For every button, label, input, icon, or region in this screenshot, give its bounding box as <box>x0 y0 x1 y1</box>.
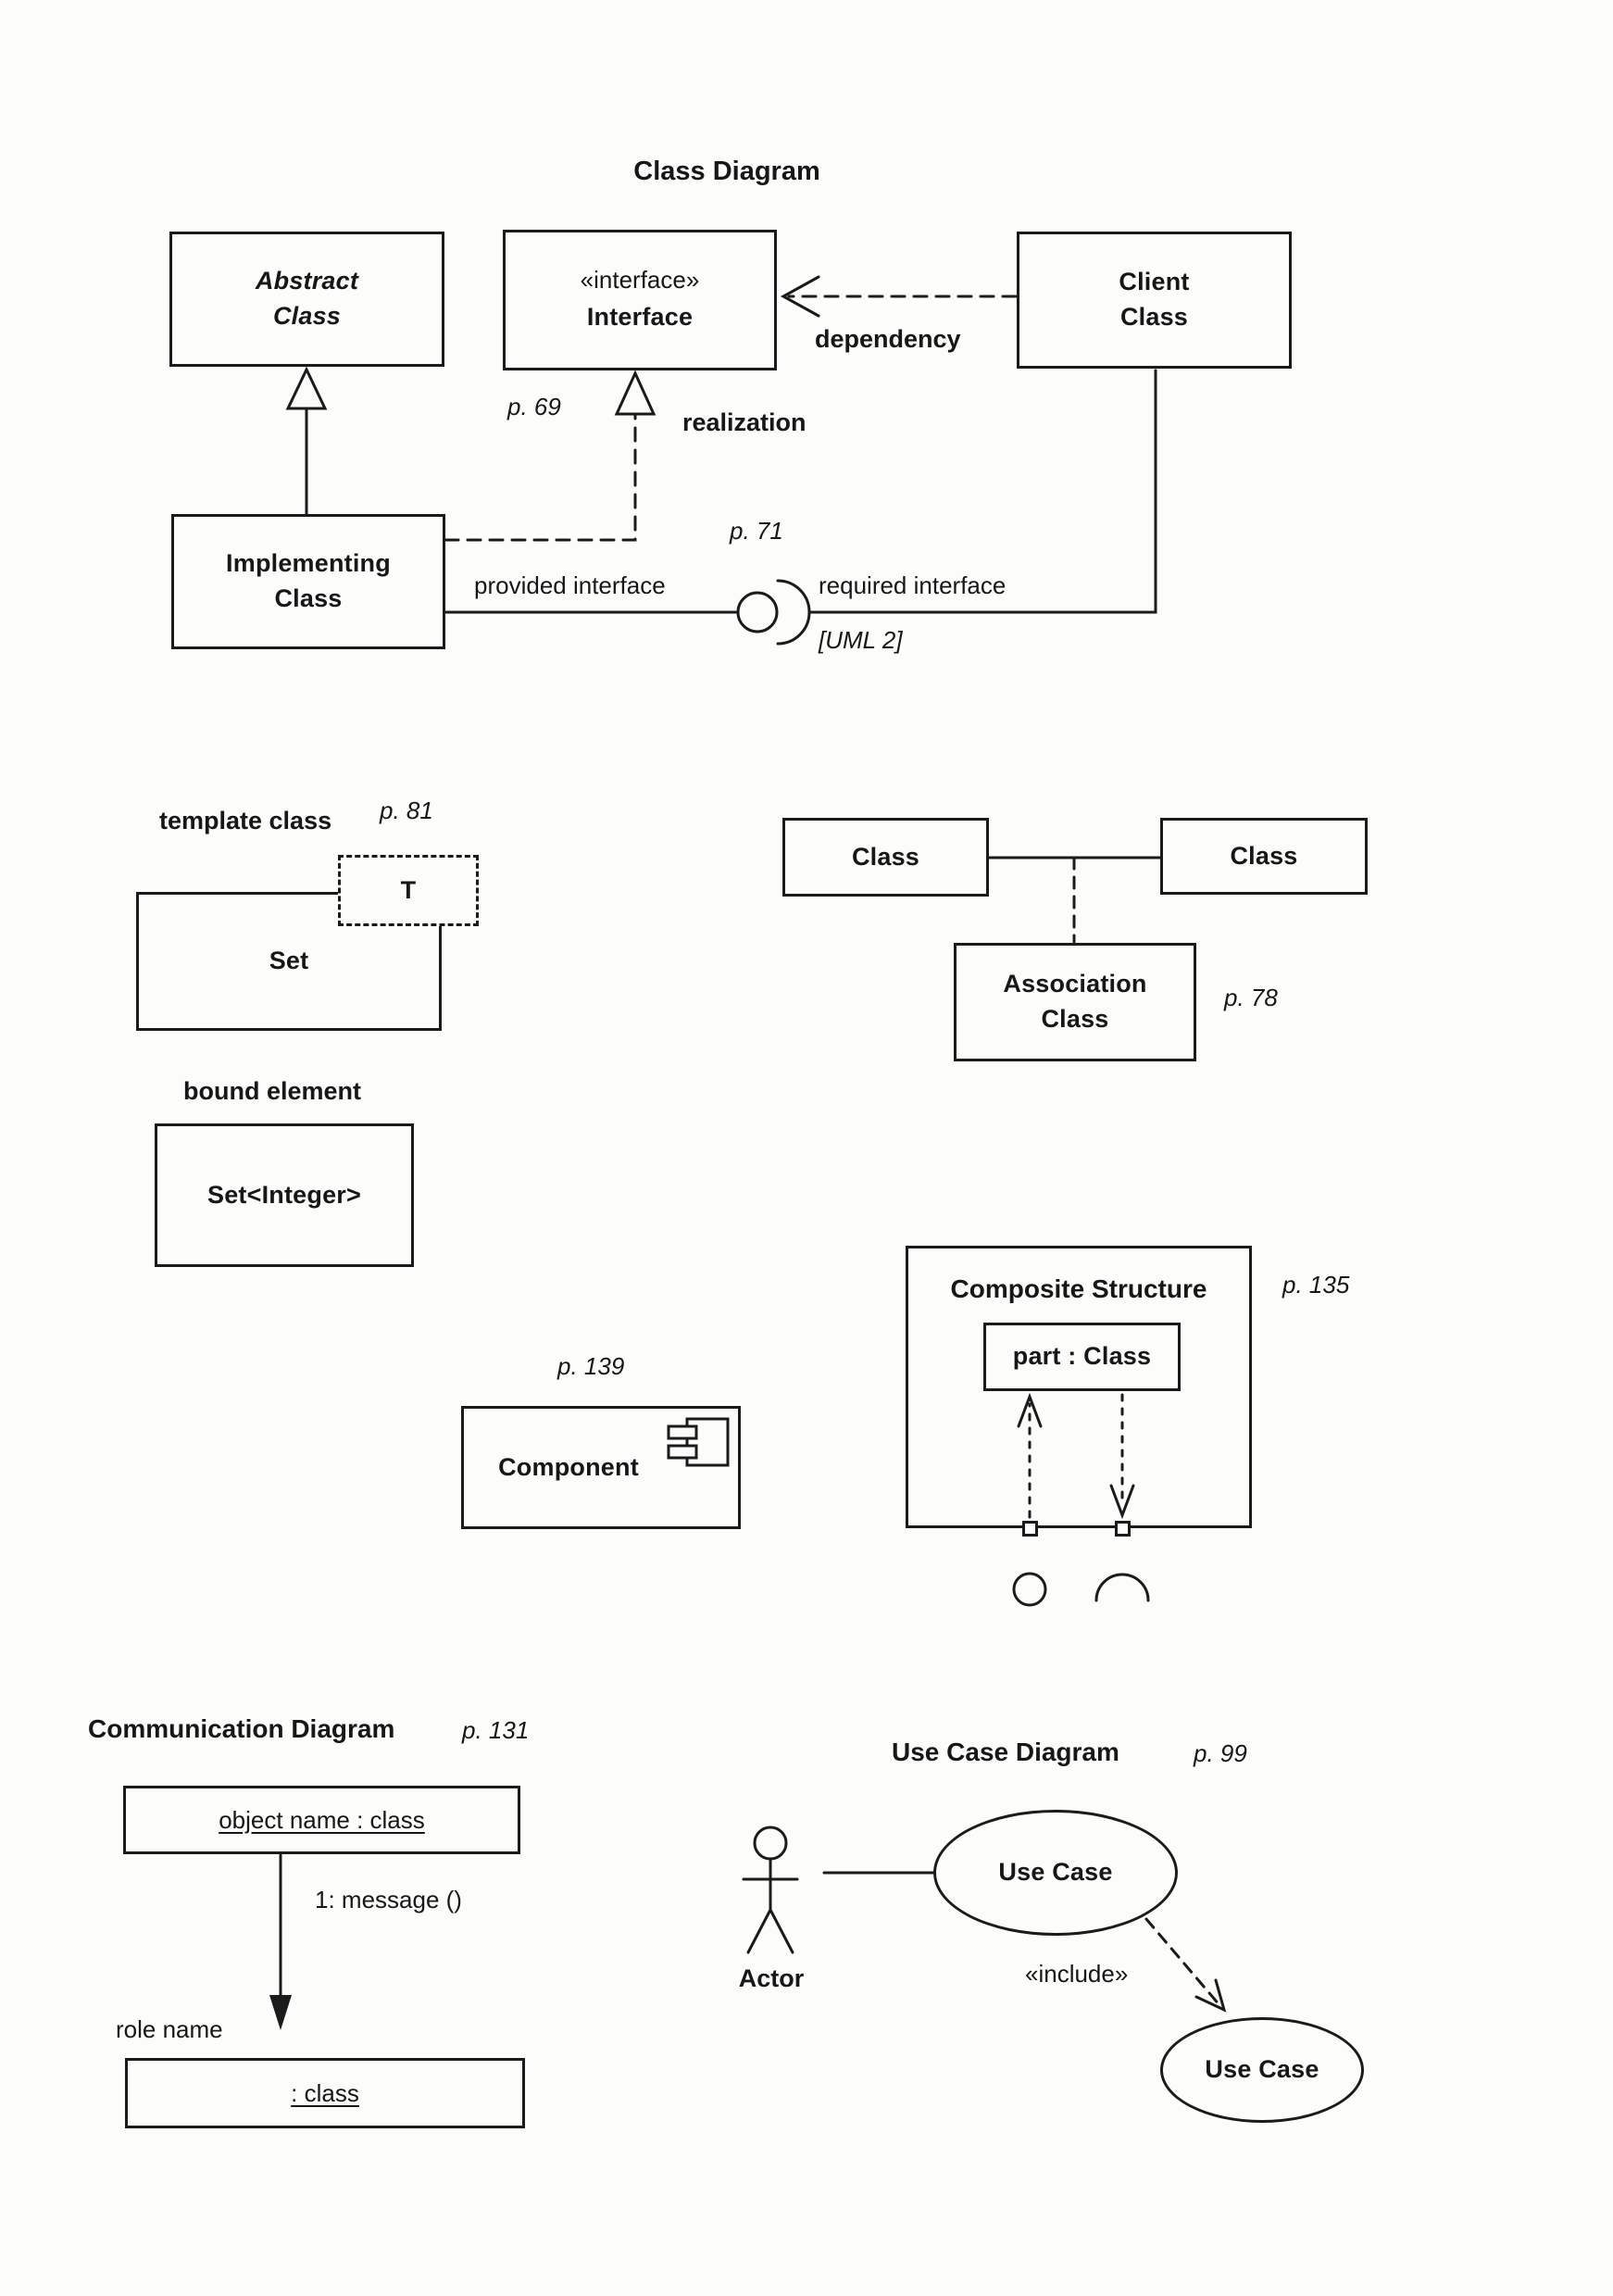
required-interface-label: required interface <box>819 571 1007 599</box>
bound-element-label: bound element <box>183 1077 362 1105</box>
association-class-label: Association Class <box>1003 970 1147 1033</box>
provided-interface-connector <box>444 591 779 634</box>
class-right-label: Class <box>1230 841 1298 870</box>
communication-role-label: : class <box>291 2078 359 2107</box>
port-left <box>1022 1521 1038 1537</box>
provided-interface-label: provided interface <box>474 571 666 599</box>
set-class-box: Set <box>136 892 442 1031</box>
class-diagram-title: Class Diagram <box>633 157 820 186</box>
required-interface-connector <box>776 369 1157 646</box>
page-ref-use-case: p. 99 <box>1194 1739 1247 1767</box>
use-case-ellipse-included: Use Case <box>1160 2017 1364 2123</box>
association-class-box: Association Class <box>954 943 1196 1061</box>
abstract-class-box: Abstract Class <box>169 232 444 367</box>
page-ref-association-class: p. 78 <box>1224 984 1278 1011</box>
page-ref-lollipop: p. 71 <box>730 517 783 545</box>
abstract-class-label: Abstract Class <box>255 267 359 330</box>
role-name-label: role name <box>116 2015 223 2043</box>
class-left-label: Class <box>851 842 920 871</box>
composite-structure-box: Composite Structure <box>906 1246 1252 1528</box>
class-right-box: Class <box>1160 818 1368 895</box>
composite-structure-title: Composite Structure <box>950 1274 1207 1303</box>
actor-figure-icon <box>742 1826 799 1954</box>
composite-delegation-arrows <box>1017 1392 1135 1520</box>
page-ref-template: p. 81 <box>380 797 433 824</box>
page-ref-communication: p. 131 <box>462 1716 530 1744</box>
uml2-note: [UML 2] <box>819 626 903 654</box>
port-right <box>1115 1521 1131 1537</box>
composite-ball-socket <box>1012 1572 1150 1607</box>
include-arrow <box>1144 1917 1227 2013</box>
communication-diagram-title: Communication Diagram <box>88 1714 395 1743</box>
template-parameter-label: T <box>400 875 417 904</box>
component-name-label: Component <box>498 1452 639 1481</box>
message-label: 1: message () <box>315 1886 462 1913</box>
association-class-connector <box>987 856 1162 944</box>
bound-element-class-label: Set<Integer> <box>207 1180 361 1209</box>
interface-box: «interface» Interface <box>503 230 777 370</box>
implementing-class-label: Implementing Class <box>226 549 391 612</box>
actor-label: Actor <box>738 1964 805 1992</box>
page-ref-component: p. 139 <box>557 1352 625 1380</box>
component-box: Component <box>461 1406 741 1529</box>
page-ref-composite: p. 135 <box>1282 1271 1350 1299</box>
bound-element-box: Set<Integer> <box>155 1123 414 1267</box>
use-case-included-label: Use Case <box>1205 2055 1319 2084</box>
include-label: «include» <box>1025 1960 1129 1988</box>
use-case-ellipse-primary: Use Case <box>933 1810 1178 1936</box>
client-class-label: Client Class <box>1119 268 1190 331</box>
interface-name: Interface <box>586 302 694 331</box>
generalization-connector <box>285 366 328 517</box>
template-parameter-box: T <box>338 855 479 926</box>
communication-object-box: object name : class <box>123 1786 520 1854</box>
realization-connector <box>444 370 656 542</box>
use-case-diagram-title: Use Case Diagram <box>892 1738 1119 1766</box>
client-class-box: Client Class <box>1017 232 1292 369</box>
dependency-arrow <box>780 275 1018 318</box>
set-class-label: Set <box>269 947 309 975</box>
component-icon <box>667 1417 730 1467</box>
class-left-box: Class <box>782 818 989 897</box>
message-arrow <box>269 1853 292 2030</box>
page-ref-interface: p. 69 <box>507 393 561 420</box>
realization-label: realization <box>682 408 806 436</box>
part-class-label: part : Class <box>1012 1342 1152 1371</box>
communication-object-label: object name : class <box>219 1805 425 1834</box>
interface-stereotype: «interface» <box>580 265 700 294</box>
use-case-primary-label: Use Case <box>998 1858 1113 1887</box>
dependency-label: dependency <box>815 325 961 353</box>
implementing-class-box: Implementing Class <box>171 514 445 649</box>
template-class-label: template class <box>159 807 332 834</box>
part-class-box: part : Class <box>983 1323 1181 1391</box>
communication-role-box: : class <box>125 2058 525 2128</box>
